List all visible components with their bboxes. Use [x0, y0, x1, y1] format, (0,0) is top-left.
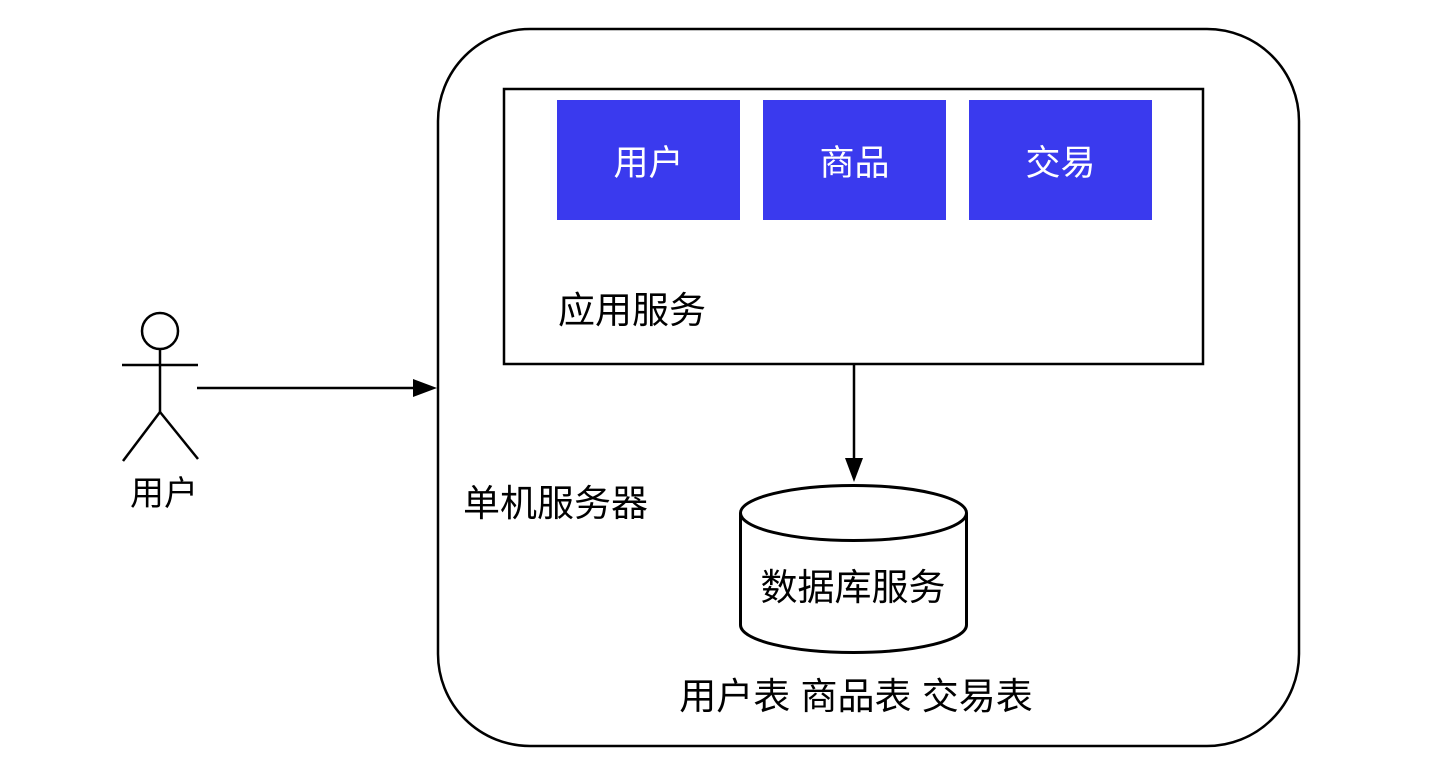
database-cylinder-top — [739, 484, 968, 542]
database-cylinder-body — [739, 513, 968, 654]
stick-figure-left-leg — [122, 411, 161, 462]
arrow-right-head-icon — [413, 379, 437, 397]
module-trade-label: 交易 — [1025, 143, 1096, 183]
arrow-down-head-icon — [845, 458, 863, 482]
module-product-label: 商品 — [819, 143, 890, 183]
app-service-label: 应用服务 — [558, 290, 706, 331]
module-user-label: 用户 — [613, 143, 684, 183]
module-user: 用户 — [557, 100, 740, 220]
actor-to-server-arrow — [197, 379, 437, 397]
server-boundary-box — [436, 27, 1301, 748]
stick-figure-head — [140, 311, 180, 351]
stick-figure-right-leg — [159, 411, 199, 460]
actor-label: 用户 — [130, 475, 198, 513]
module-product: 商品 — [763, 100, 946, 220]
app-to-database-arrow — [845, 364, 863, 482]
server-label: 单机服务器 — [463, 483, 648, 524]
tables-caption: 用户表 商品表 交易表 — [679, 676, 1033, 717]
database-cylinder-icon — [739, 484, 968, 654]
database-label: 数据库服务 — [760, 567, 946, 608]
stick-figure-icon — [122, 311, 199, 462]
module-trade: 交易 — [969, 100, 1152, 220]
